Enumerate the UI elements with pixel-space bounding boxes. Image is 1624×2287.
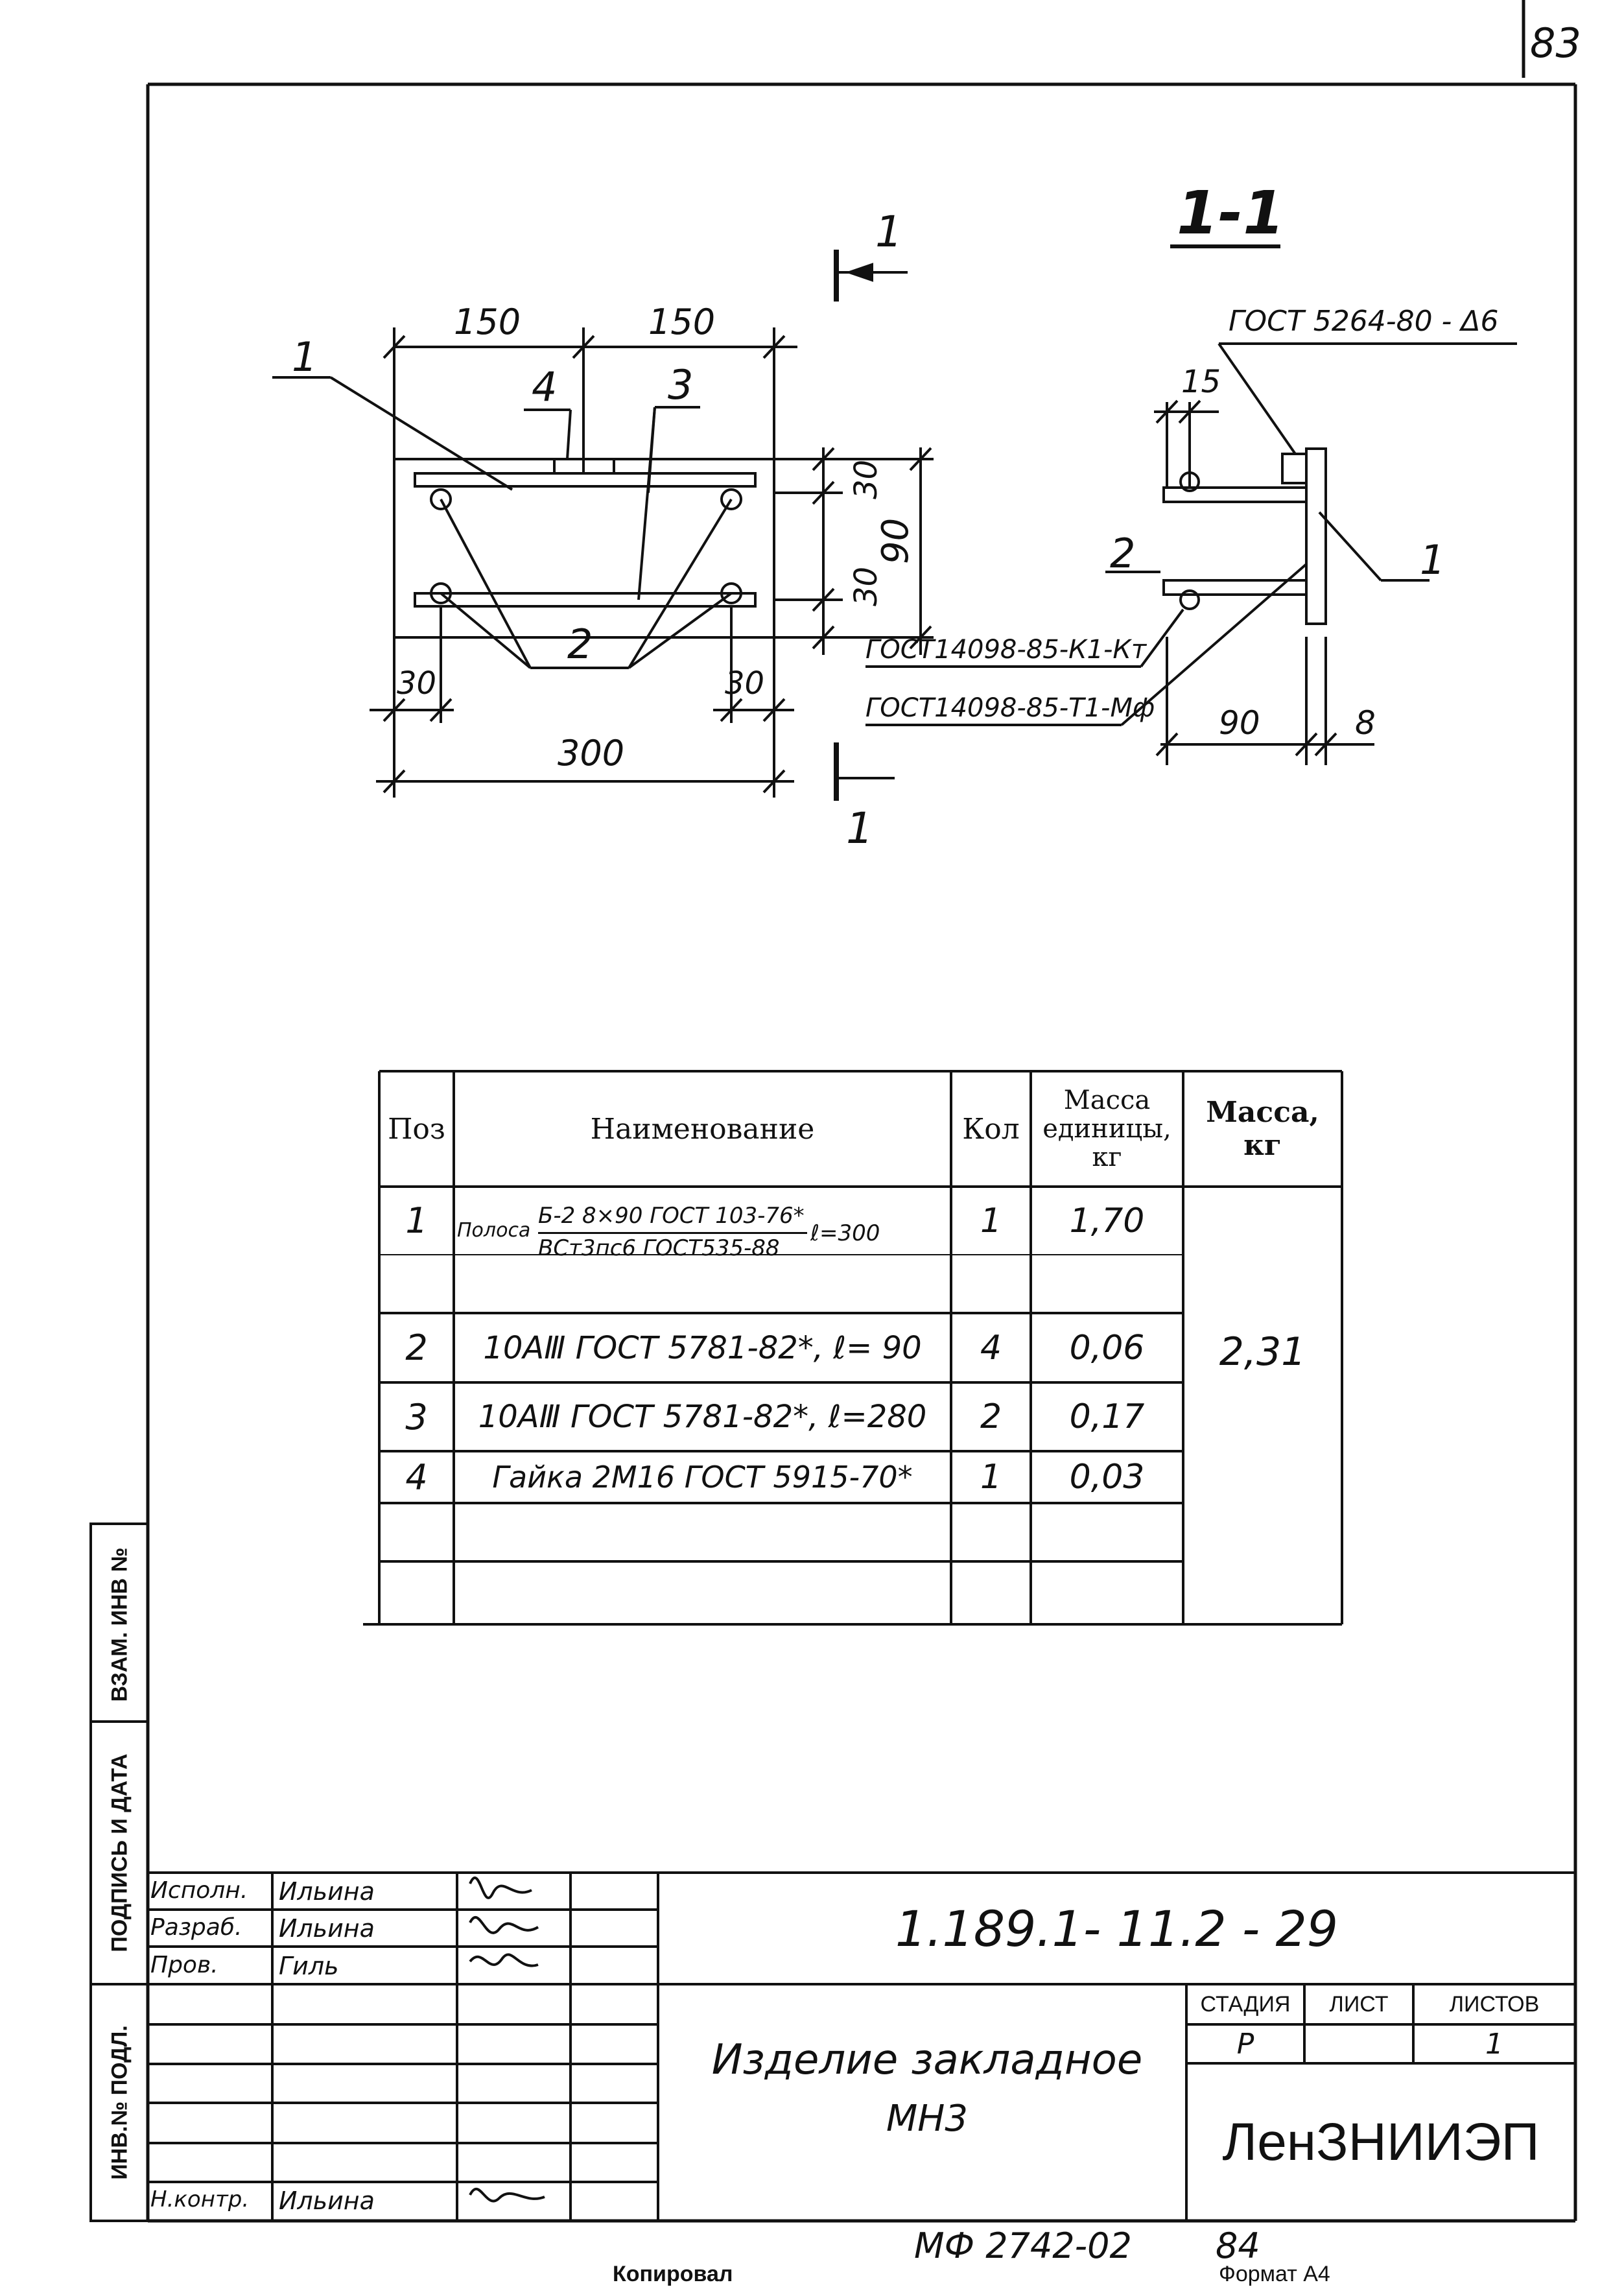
- product-name-1: Изделие закладное: [711, 2036, 1143, 2084]
- role-2: Разраб.: [150, 1914, 242, 1941]
- name-2: Ильина: [279, 1914, 375, 1943]
- sheets-label: ЛИСТОВ: [1449, 1991, 1540, 2017]
- footer-format: Формат А4: [1219, 2262, 1330, 2286]
- strip-inv-podl: ИНВ.№ ПОДЛ.: [107, 2025, 132, 2180]
- row4-qty: 1: [980, 1458, 1002, 1497]
- dim-half-left: 150: [454, 302, 521, 342]
- strip-sign-date: ПОДПИСЬ И ДАТА: [107, 1753, 132, 1952]
- signature-4: [469, 2188, 545, 2203]
- weld-note-top: ГОСТ 5264-80 - Δ6: [1229, 305, 1499, 338]
- callout-rods: 3: [668, 361, 693, 409]
- row3-qty: 2: [980, 1397, 1002, 1436]
- dim-half-right: 150: [648, 302, 715, 342]
- header-name: Наименование: [590, 1112, 815, 1146]
- row1-name-suffix: ℓ=300: [810, 1220, 880, 1246]
- sheet-label: ЛИСТ: [1329, 1991, 1389, 2017]
- row4-unit-mass: 0,03: [1069, 1458, 1145, 1497]
- header-qty: Кол: [962, 1112, 1020, 1146]
- row2-qty: 4: [980, 1328, 1002, 1368]
- role-1: Исполн.: [150, 1877, 248, 1904]
- row3-pos: 3: [405, 1396, 428, 1438]
- signature-marks: [469, 1877, 545, 2203]
- header-unit-mass: Масса единицы, кг: [1042, 1085, 1171, 1172]
- product-name-2: МН3: [886, 2098, 969, 2140]
- name-3: Гиль: [279, 1952, 339, 1980]
- signature-3: [469, 1953, 539, 1967]
- dim-gap-mid: 30: [848, 567, 884, 606]
- spec-table-grid: [363, 1070, 1343, 1626]
- stage-value: Р: [1236, 2027, 1254, 2061]
- name-7: Ильина: [279, 2186, 375, 2215]
- row2-name: 10АⅢ ГОСТ 5781-82*, ℓ= 90: [483, 1329, 922, 1366]
- signature-2: [469, 1916, 539, 1934]
- row1-unit-mass: 1,70: [1069, 1201, 1145, 1240]
- row1-name-main: Полоса: [457, 1219, 531, 1242]
- org-name: ЛенЗНИИЭП: [1222, 2112, 1540, 2172]
- sheets-value: 1: [1485, 2027, 1503, 2061]
- row1-pos: 1: [405, 1200, 428, 1241]
- section-mark-top: 1: [875, 207, 902, 257]
- dim-height: 90: [875, 518, 917, 564]
- sheet-value: [1304, 2024, 1413, 2063]
- footer-page: 84: [1216, 2225, 1260, 2266]
- drawing-labels: 83 1-1 1 1 150 150 300 30 30 30 30 90 1 …: [292, 19, 1581, 853]
- side-callout-2: 2: [1110, 530, 1135, 577]
- footer-copied: Копировал: [613, 2262, 733, 2286]
- row2-pos: 2: [405, 1327, 428, 1368]
- callout-bars: 2: [567, 621, 593, 668]
- row1-name-top: Б-2 8×90 ГОСТ 103-76*: [538, 1203, 805, 1229]
- dim-edge-right: 30: [725, 665, 764, 702]
- row3-name: 10АⅢ ГОСТ 5781-82*, ℓ=280: [478, 1399, 927, 1435]
- section-title: 1-1: [1177, 178, 1284, 248]
- dim-90: 90: [1219, 704, 1260, 742]
- dim-8: 8: [1355, 704, 1376, 742]
- role-3: Пров.: [150, 1952, 218, 1978]
- dim-15: 15: [1181, 364, 1221, 400]
- strip-inv-vzam: ВЗАМ. ИНВ №: [107, 1546, 132, 1702]
- row4-pos: 4: [405, 1456, 428, 1498]
- side-view: [865, 342, 1517, 765]
- row2-unit-mass: 0,06: [1069, 1328, 1145, 1368]
- total-mass: 2,31: [1219, 1329, 1306, 1375]
- header-mass: Масса, кг: [1206, 1096, 1319, 1162]
- header-pos: Поз: [388, 1112, 445, 1146]
- footer-mf-code: МФ 2742-02: [914, 2225, 1132, 2266]
- doc-code: 1.189.1- 11.2 - 29: [895, 1899, 1339, 1958]
- stage-label: СТАДИЯ: [1200, 1991, 1291, 2017]
- row1-name-bot: ВСт3пс6 ГОСТ535-88: [538, 1235, 780, 1261]
- row4-name: Гайка 2М16 ГОСТ 5915-70*: [492, 1460, 913, 1495]
- row1-qty: 1: [980, 1201, 1002, 1240]
- callout-nut: 4: [532, 363, 557, 410]
- section-mark-bottom: 1: [846, 803, 873, 853]
- callout-plate: 1: [292, 333, 317, 381]
- signature-1: [469, 1877, 532, 1899]
- row1-fraction-bar: [538, 1232, 807, 1234]
- role-7: Н.контр.: [150, 2186, 250, 2212]
- sheet-corner-number: 83: [1530, 19, 1581, 67]
- front-view: [272, 244, 1280, 801]
- weld-note-1: ГОСТ14098-85-К1-Кт: [865, 635, 1147, 665]
- row3-unit-mass: 0,17: [1069, 1397, 1145, 1436]
- weld-note-2: ГОСТ14098-85-Т1-Мф: [865, 693, 1155, 723]
- dim-edge-left: 30: [397, 665, 436, 702]
- title-block-grid: [148, 1623, 1575, 2221]
- name-1: Ильина: [279, 1877, 375, 1906]
- dim-gap-top: 30: [848, 460, 884, 499]
- dim-total: 300: [558, 733, 624, 774]
- side-callout-1: 1: [1420, 536, 1445, 584]
